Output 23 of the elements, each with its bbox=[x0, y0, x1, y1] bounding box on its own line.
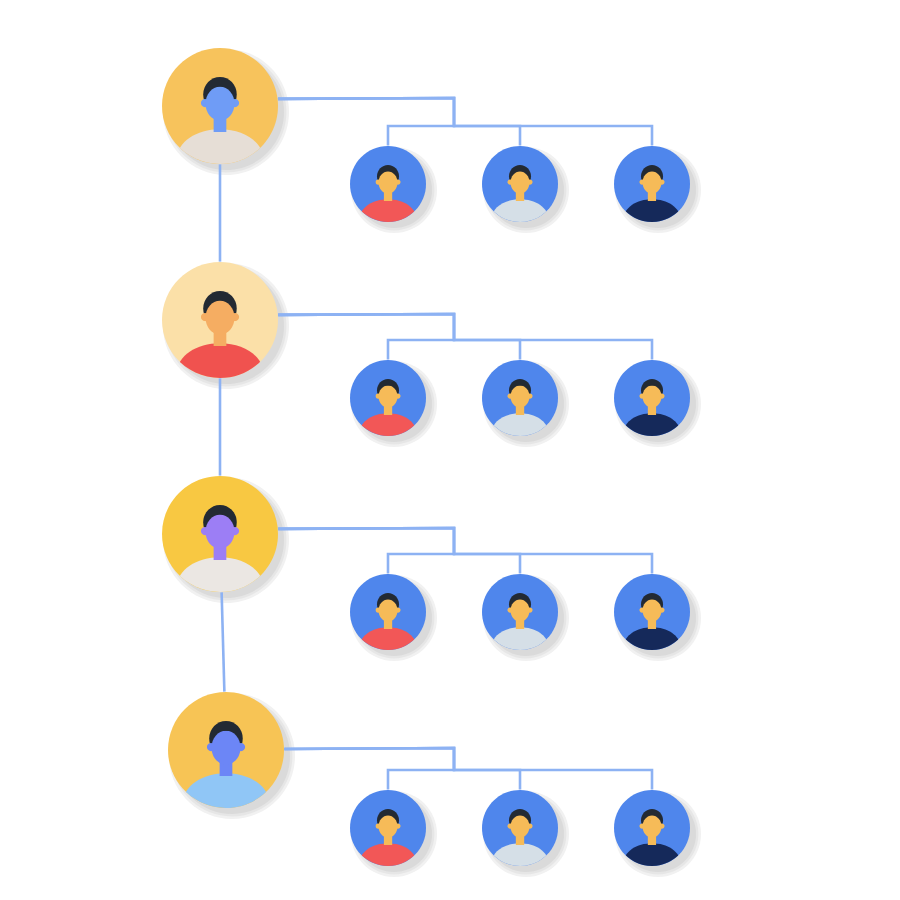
avatar bbox=[350, 790, 437, 877]
avatar bbox=[162, 48, 289, 175]
avatar bbox=[350, 146, 437, 233]
avatar bbox=[614, 790, 701, 877]
avatar bbox=[168, 692, 295, 819]
avatar bbox=[482, 360, 569, 447]
avatar bbox=[162, 476, 289, 603]
connector-line bbox=[220, 592, 226, 692]
connector-line bbox=[278, 526, 654, 574]
avatar bbox=[350, 574, 437, 661]
avatar bbox=[614, 360, 701, 447]
connector-line bbox=[284, 746, 654, 790]
avatar bbox=[614, 574, 701, 661]
avatar bbox=[350, 360, 437, 447]
connector-line bbox=[218, 164, 222, 262]
connector-line bbox=[218, 378, 222, 476]
avatar bbox=[482, 790, 569, 877]
avatar bbox=[482, 574, 569, 661]
avatar bbox=[614, 146, 701, 233]
connector-line bbox=[277, 96, 654, 146]
connector-line bbox=[278, 312, 654, 360]
avatar bbox=[482, 146, 569, 233]
avatar bbox=[162, 262, 289, 389]
